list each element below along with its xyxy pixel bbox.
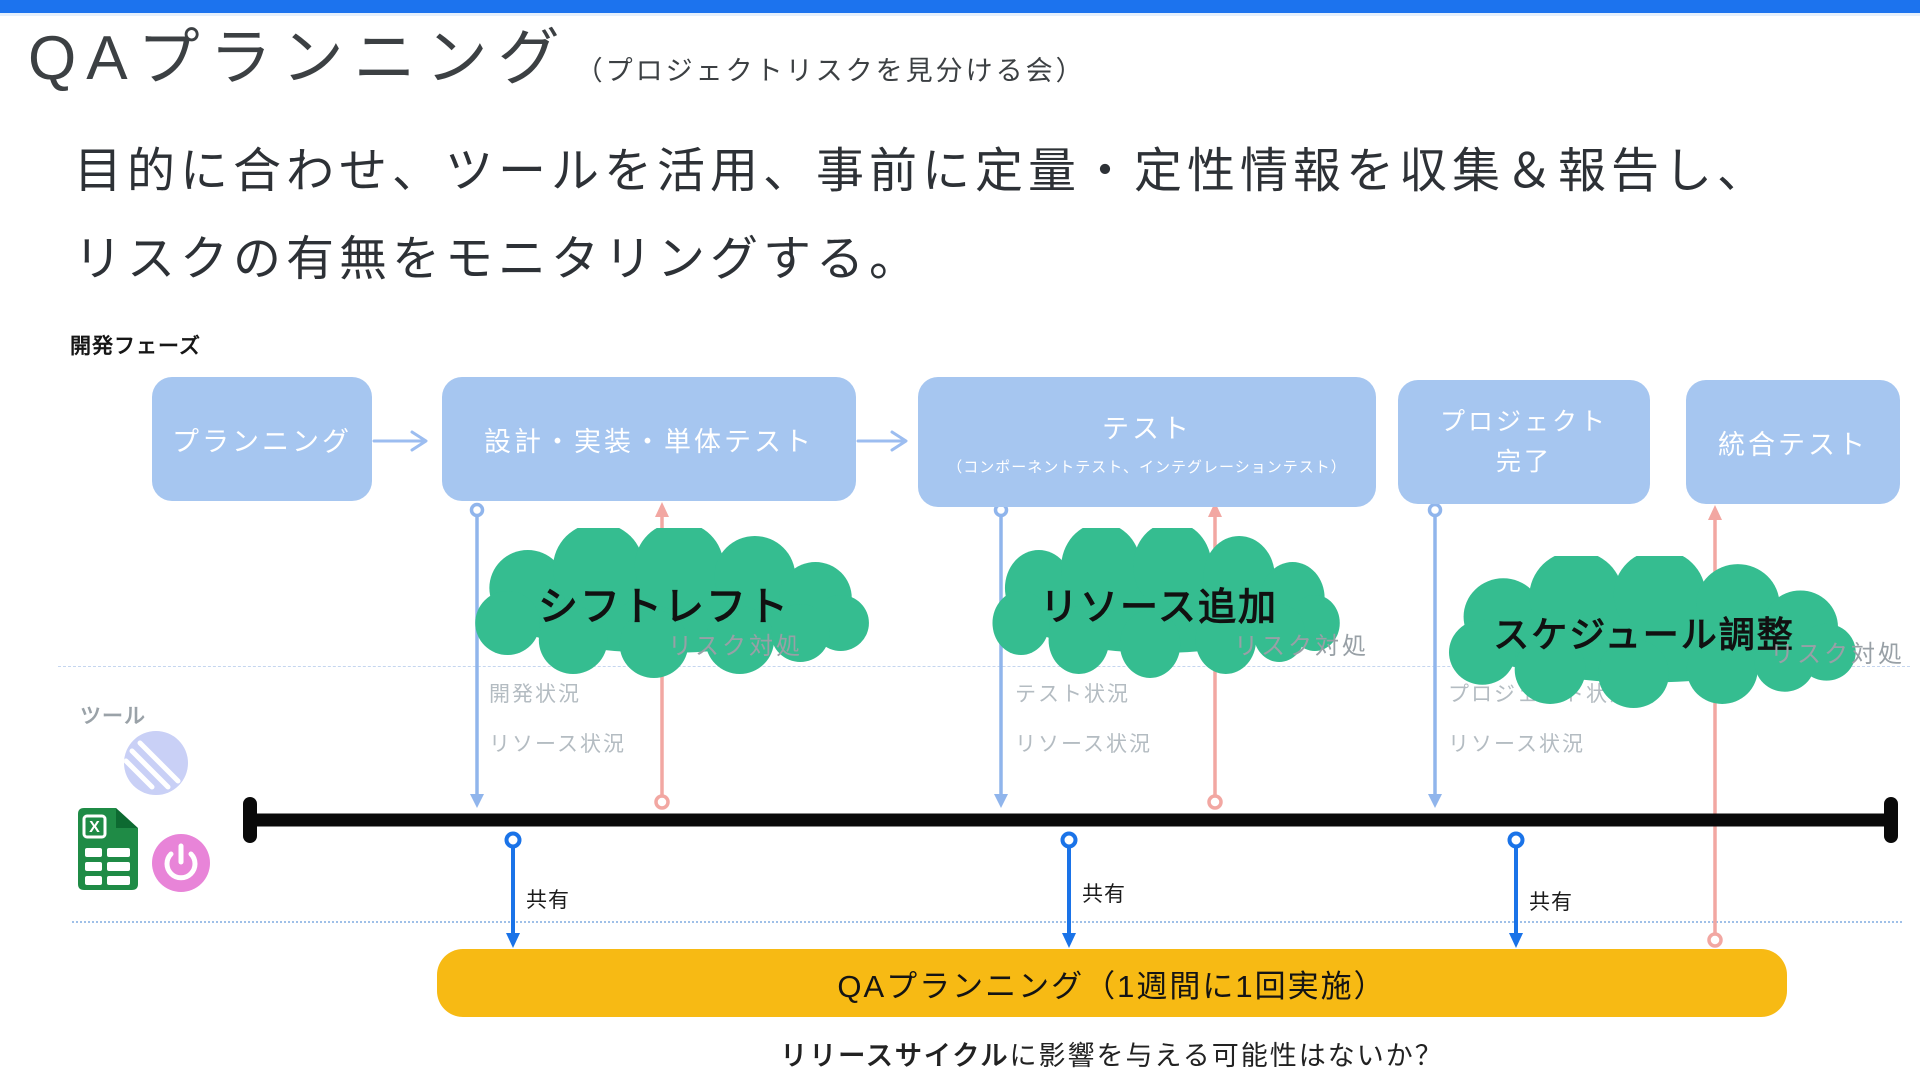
status-label: リソース状況 [1015,733,1152,756]
footer-emphasis: リリースサイクル [780,1041,1010,1071]
footer-text: に影響を与える可能性はないか？ [1009,1041,1444,1071]
description-line-2: リスクの有無をモニタリングする。 [74,233,923,286]
timeline-start-cap [243,797,257,843]
timeline-end-cap [1884,797,1898,843]
section-label-phases: 開発フェーズ [70,335,201,358]
power-icon [152,834,210,892]
description: 目的に合わせ、ツールを活用、事前に定量・定性情報を収集＆報告し、 リスクの有無を… [74,128,1770,304]
qa-planning-bar: QAプランニング（1週間に1回実施） [437,949,1787,1017]
risk-handling-label: リスク対処 [1770,641,1905,668]
cloud-shift-left: シフトレフト [452,528,876,678]
section-label-tools: ツール [80,705,146,728]
phase-box-project-complete: プロジェクト 完了 [1398,380,1650,504]
cloud-schedule-adjust: スケジュール調整 [1425,556,1863,708]
status-label: リソース状況 [489,733,626,756]
qa-planning-bar-label: QAプランニング（1週間に1回実施） [837,968,1387,1004]
phase-box-label: プロジェクト [1439,408,1608,436]
top-accent-bar [0,0,1920,16]
page-subtitle: （プロジェクトリスクを見分ける会） [575,55,1086,86]
status-label: リソース状況 [1448,733,1585,756]
spreadsheet-icon: X [78,808,138,890]
timeline-bar [243,797,1898,843]
phase-box-label: テスト [1102,414,1192,444]
section-divider-bottom [72,921,1902,923]
share-connector-down-icon [504,831,1525,948]
footer-question: リリースサイクルに影響を与える可能性はないか？ [437,1034,1787,1073]
cloud-resource-add: リソース追加 [972,528,1346,678]
phase-box-sublabel: （コンポーネントテスト、インテグレーションテスト） [947,459,1347,476]
section-divider-top [58,666,1910,667]
status-label: 開発状況 [489,683,581,706]
risk-handling-label: リスク対処 [668,633,803,660]
cloud-icon [992,528,1340,678]
page-title: QAプランニング [28,24,570,93]
share-label: 共有 [526,889,570,912]
share-label: 共有 [1529,891,1573,914]
status-label: テスト状況 [1015,683,1130,706]
risk-handling-label: リスク対処 [1234,633,1369,660]
cloud-label: シフトレフト [538,585,790,629]
phase-box-planning: プランニング [152,377,372,501]
share-label: 共有 [1082,883,1126,906]
cloud-label: リソース追加 [1039,586,1279,629]
phase-box-label: 設計・実装・単体テスト [484,426,814,457]
phase-box-integration-test: 統合テスト [1686,380,1900,504]
cloud-icon [1448,556,1856,708]
striped-circle-icon [124,731,188,795]
cloud-label: スケジュール調整 [1493,614,1795,655]
phase-box-label-line2: 完了 [1495,448,1552,476]
phase-box-design-impl-unittest: 設計・実装・単体テスト [442,377,856,501]
description-line-1: 目的に合わせ、ツールを活用、事前に定量・定性情報を収集＆報告し、 [74,145,1771,198]
spreadsheet-letter: X [89,819,100,836]
phase-box-label: プランニング [172,426,352,457]
title-row: QAプランニング （プロジェクトリスクを見分ける会） [28,20,1086,98]
phase-box-label: 統合テスト [1718,429,1868,460]
phase-box-test: テスト （コンポーネントテスト、インテグレーションテスト） [918,377,1376,507]
cloud-icon [475,528,869,678]
